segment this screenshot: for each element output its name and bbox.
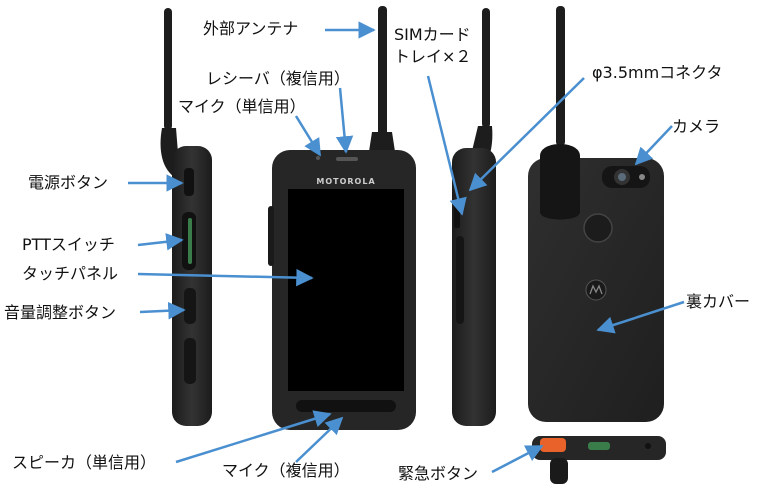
camera-flash bbox=[639, 174, 645, 180]
arrow-speaker bbox=[175, 410, 332, 464]
side-body-left bbox=[172, 146, 212, 426]
antenna-right-side bbox=[482, 8, 490, 128]
arrow-jack bbox=[468, 77, 585, 192]
label-mic-simplex: マイク（単信用） bbox=[178, 97, 306, 116]
label-ptt-switch: PTTスイッチ bbox=[22, 235, 115, 254]
arrow-ptt bbox=[137, 233, 184, 251]
brand-logo: MOTOROLA bbox=[316, 177, 375, 186]
camera-lens-inner bbox=[618, 173, 626, 181]
motorola-emblem bbox=[585, 279, 607, 301]
arrow-volume bbox=[139, 301, 186, 320]
arrow-sim bbox=[426, 75, 467, 216]
ptt-green-strip bbox=[188, 218, 192, 264]
label-antenna: 外部アンテナ bbox=[203, 19, 299, 38]
arrow-touch bbox=[137, 268, 314, 287]
label-speaker: スピーカ（単信用） bbox=[12, 453, 157, 472]
label-emergency-button: 緊急ボタン bbox=[398, 464, 479, 483]
antenna-left-side bbox=[164, 8, 172, 130]
arrow-receiver bbox=[335, 87, 354, 154]
fingerprint-sensor bbox=[583, 213, 613, 243]
label-mic-duplex: マイク（複信用） bbox=[222, 461, 350, 480]
back-antenna-housing bbox=[540, 144, 580, 220]
arrow-camera bbox=[634, 125, 673, 166]
back-view bbox=[528, 6, 664, 422]
speaker-grille bbox=[296, 400, 396, 412]
label-receiver: レシーバ（複信用） bbox=[206, 69, 350, 88]
arrow-back-cover bbox=[596, 300, 685, 334]
right-side-buttons bbox=[456, 236, 464, 324]
top-jack bbox=[645, 443, 651, 449]
emergency-button bbox=[540, 438, 566, 452]
front-mic-hole bbox=[316, 156, 320, 160]
aux-button-left bbox=[184, 338, 196, 384]
label-sim-line2: トレイ×２ bbox=[394, 47, 472, 66]
side-view-left bbox=[160, 8, 212, 426]
receiver-slot bbox=[336, 157, 358, 161]
label-sim-line1: SIMカード bbox=[394, 25, 471, 44]
top-view bbox=[532, 436, 666, 484]
antenna-back bbox=[556, 6, 565, 146]
volume-button-left bbox=[184, 288, 196, 324]
label-power-button: 電源ボタン bbox=[28, 173, 109, 192]
side-view-right bbox=[452, 8, 496, 426]
arrow-mic-duplex bbox=[295, 416, 344, 463]
antenna-front bbox=[378, 6, 387, 138]
arrow-emergency bbox=[491, 444, 544, 474]
arrow-mic-simplex bbox=[294, 115, 322, 157]
label-camera: カメラ bbox=[672, 117, 721, 136]
callout-arrows bbox=[128, 21, 685, 474]
front-view: MOTOROLA bbox=[268, 6, 416, 430]
front-side-buttons bbox=[268, 206, 274, 266]
label-jack: φ3.5mmコネクタ bbox=[592, 63, 723, 82]
power-button-left bbox=[184, 168, 194, 196]
motorola-emblem-mark bbox=[589, 284, 603, 295]
label-touch-panel: タッチパネル bbox=[22, 264, 119, 283]
side-body-right bbox=[452, 148, 496, 426]
touch-panel-screen bbox=[288, 189, 404, 391]
label-back-cover: 裏カバー bbox=[686, 292, 751, 311]
label-volume-button: 音量調整ボタン bbox=[4, 303, 117, 322]
top-ptt-green bbox=[588, 442, 610, 450]
top-antenna-stub bbox=[550, 458, 568, 484]
